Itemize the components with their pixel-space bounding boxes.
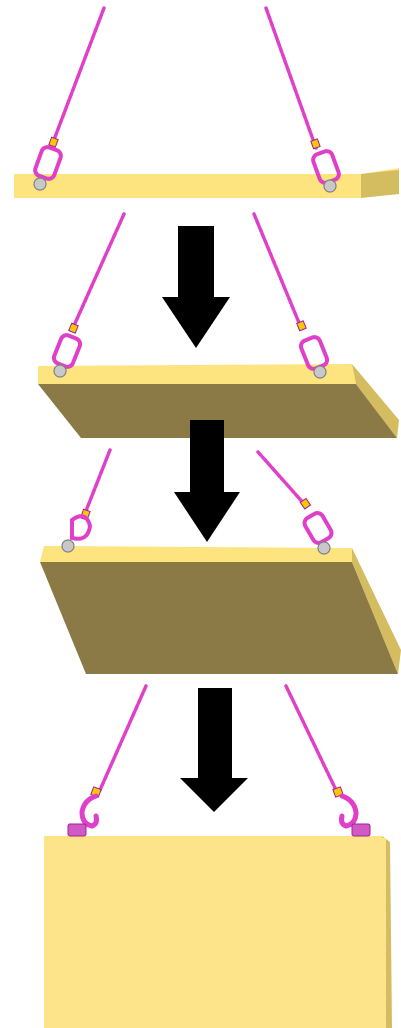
- lug-4-right: [351, 823, 371, 837]
- tag-2-right: [296, 320, 307, 332]
- chain-2-right: [252, 212, 304, 332]
- stage-1-flat-plate: [14, 6, 399, 198]
- plate-1-front: [14, 174, 361, 198]
- sling-1-right: [264, 6, 341, 193]
- bolt-1-left: [33, 177, 47, 191]
- ring-2-left: [51, 333, 83, 369]
- arrow-1-down: [162, 226, 230, 348]
- chain-3-left: [82, 448, 112, 518]
- chain-4-right: [284, 684, 338, 792]
- bolt-1-right: [323, 179, 337, 193]
- plate-3: [40, 546, 401, 674]
- bolt-3-left: [61, 539, 75, 553]
- plate-3-side: [352, 548, 401, 674]
- arrow-3-down: [180, 688, 248, 812]
- tag-2-left: [68, 322, 79, 334]
- stage-2-tilted-plate: [38, 212, 399, 438]
- sling-1-left: [33, 6, 106, 191]
- plate-2: [38, 364, 399, 438]
- plate-2-top: [38, 364, 356, 384]
- chain-4-left: [98, 684, 148, 792]
- plate-2-side: [352, 364, 399, 438]
- arrow-2-down: [174, 420, 240, 542]
- bolt-2-right: [313, 365, 327, 379]
- hook-4-right: [339, 793, 359, 829]
- sling-4-left: [67, 684, 148, 837]
- sling-2-left: [51, 212, 126, 378]
- hook-4-left: [79, 793, 99, 829]
- stage-3-tilted-plate: [40, 448, 401, 674]
- tag-1-left: [48, 136, 59, 148]
- plate-4: [44, 836, 392, 1028]
- plate-2-face: [38, 384, 397, 438]
- plate-3-top: [40, 546, 352, 562]
- chain-1-left: [50, 6, 106, 147]
- sling-3-right: [256, 450, 334, 555]
- chain-1-right: [264, 6, 318, 150]
- stage-4-vertical-plate: [44, 684, 392, 1028]
- bolt-2-left: [53, 364, 67, 378]
- bolt-3-right: [317, 541, 331, 555]
- plate-1: [14, 168, 399, 198]
- plate-4-front: [44, 838, 386, 1028]
- swivel-3-left: [70, 514, 93, 541]
- sling-3-left: [61, 448, 112, 553]
- tag-3-right: [299, 497, 312, 510]
- tag-1-right: [310, 138, 321, 150]
- sling-4-right: [284, 684, 371, 837]
- lug-4-left: [67, 823, 87, 837]
- chain-2-left: [70, 212, 126, 332]
- sling-2-right: [252, 212, 330, 379]
- chain-3-right: [256, 450, 308, 508]
- ring-3-right: [302, 511, 334, 545]
- ring-1-left: [33, 145, 63, 181]
- plate-3-face: [40, 562, 398, 674]
- plate-1-side: [361, 170, 399, 198]
